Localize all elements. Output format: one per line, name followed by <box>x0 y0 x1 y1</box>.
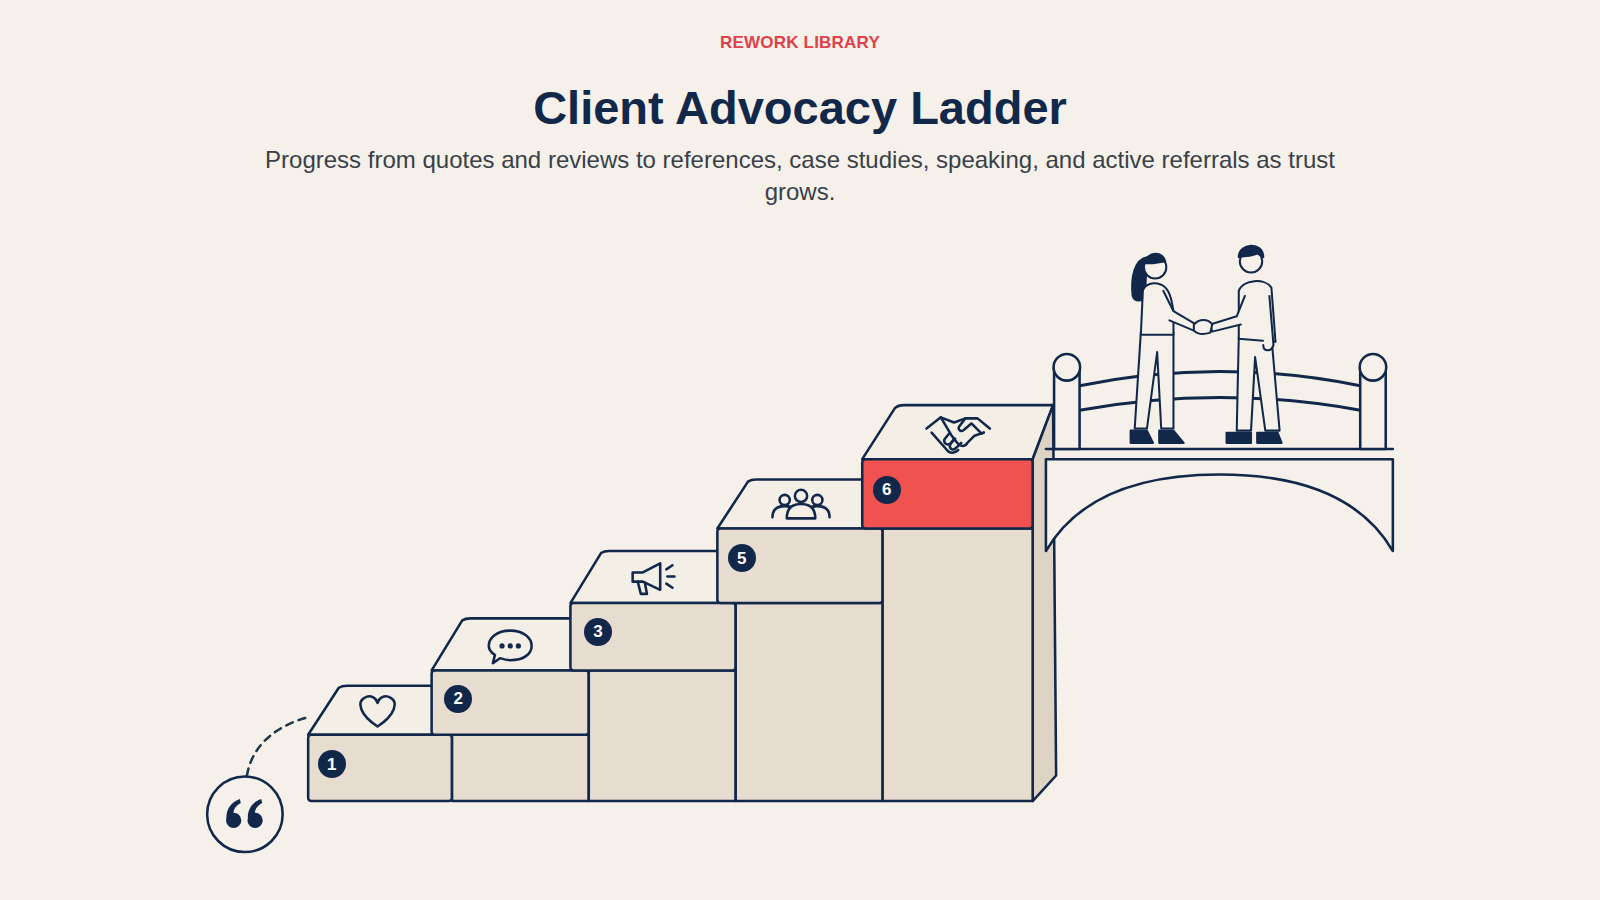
step-front-highlight <box>862 459 1032 528</box>
step-top <box>862 405 1053 459</box>
bridge-deck <box>1046 448 1393 451</box>
step-column <box>452 735 589 801</box>
quote-mark <box>226 799 263 828</box>
step-front <box>308 735 452 801</box>
step-front <box>717 529 882 603</box>
step-number: 1 <box>327 756 336 773</box>
page-subtitle: Progress from quotes and reviews to refe… <box>230 144 1370 208</box>
step-front <box>432 670 589 734</box>
heart-icon <box>360 696 394 726</box>
handshake-icon <box>927 417 990 452</box>
bridge-arch <box>1046 459 1393 551</box>
callout-number: 6 <box>873 476 901 504</box>
step-column <box>736 603 883 801</box>
bridge-rail <box>1080 371 1361 385</box>
people-icon <box>772 490 829 519</box>
callout-number: 5 <box>728 544 756 572</box>
handshake <box>1194 320 1212 334</box>
kicker-label: REWORK LIBRARY <box>0 33 1600 53</box>
callout-number: 2 <box>444 685 472 713</box>
step-front <box>570 603 735 670</box>
man-figure <box>1210 246 1281 443</box>
megaphone-icon <box>633 563 675 594</box>
speech-icon <box>489 631 532 664</box>
bridge-rail <box>1080 397 1361 410</box>
step-number: 6 <box>882 481 891 498</box>
quote-circle <box>207 777 283 853</box>
dashed-path <box>247 716 311 775</box>
step-number: 2 <box>453 690 462 707</box>
step-column <box>883 529 1033 801</box>
callout-number: 3 <box>584 618 612 646</box>
bridge-post-cap <box>1054 354 1081 381</box>
bridge-post-cap <box>1360 354 1387 381</box>
step-number: 5 <box>737 550 746 567</box>
woman-figure <box>1131 254 1196 443</box>
step-number: 3 <box>593 623 602 640</box>
step-column <box>589 670 736 801</box>
callout-number: 1 <box>318 750 346 778</box>
page-title: Client Advocacy Ladder <box>0 80 1600 135</box>
